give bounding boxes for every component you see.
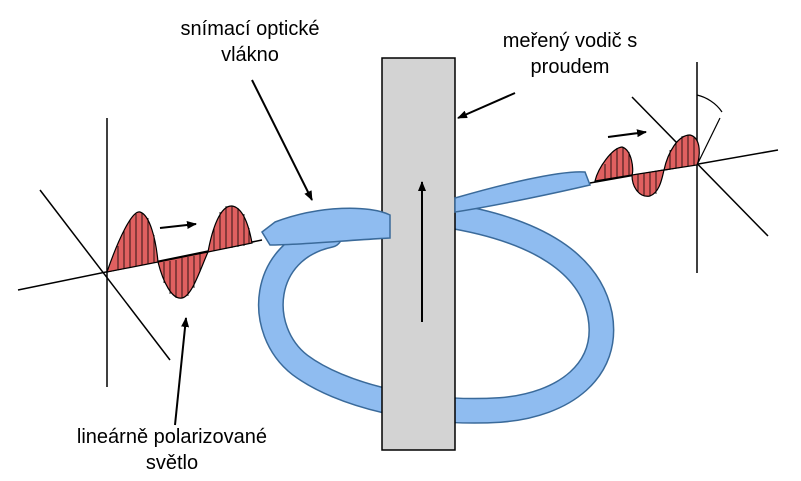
rotated-axis-right bbox=[696, 117, 721, 166]
light-pointer-arrow bbox=[174, 317, 190, 426]
conductor-label-line2: proudem bbox=[530, 56, 610, 78]
conductor-label: meřený vodič s proudem bbox=[480, 28, 660, 80]
input-light-wave bbox=[17, 118, 263, 387]
diagonal-axis-right bbox=[631, 96, 769, 237]
fiber-label-line2: vlákno bbox=[221, 44, 279, 66]
fiber-label-line1: snímací optické bbox=[180, 18, 320, 40]
wave-direction-arrow-right bbox=[607, 129, 647, 138]
pointer-arrows bbox=[174, 79, 516, 426]
rotation-angle-arc bbox=[696, 94, 723, 113]
diagonal-axis-left bbox=[39, 189, 171, 361]
conductor-label-line1: meřený vodič s bbox=[502, 30, 638, 52]
light-label: lineárně polarizované světlo bbox=[52, 424, 292, 476]
conductor-pointer-arrow bbox=[457, 92, 516, 119]
output-light-wave bbox=[589, 62, 779, 273]
fiber-segments-front bbox=[261, 171, 592, 246]
fiber-label: snímací optické vlákno bbox=[160, 16, 340, 68]
light-label-line2: světlo bbox=[145, 452, 199, 474]
fiber-loop-back bbox=[257, 202, 615, 424]
conductor bbox=[381, 57, 456, 451]
light-label-line1: lineárně polarizované bbox=[76, 426, 268, 448]
wave-direction-arrow-left bbox=[159, 221, 197, 229]
fiber-pointer-arrow bbox=[251, 79, 313, 201]
